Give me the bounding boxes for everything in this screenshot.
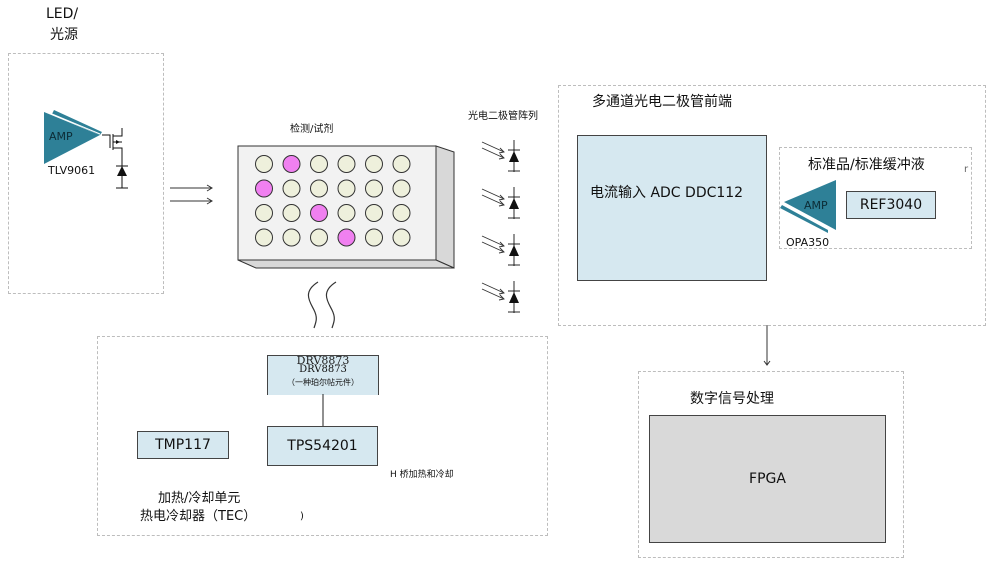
well-empty <box>392 228 411 247</box>
led-driver-amp-icon <box>44 110 128 189</box>
drv-to-tps-connector <box>322 394 324 426</box>
heat-waves-icon <box>307 281 337 329</box>
well-empty <box>365 155 383 173</box>
frontend-panel <box>558 85 986 326</box>
drv-sub-label: （一种珀尔帖元件） <box>287 378 359 387</box>
tps-label: TPS54201 <box>287 438 358 454</box>
tmp117-block: TMP117 <box>137 431 229 459</box>
dsp-title: 数字信号处理 <box>690 391 774 407</box>
well-plate <box>237 145 455 269</box>
ref3040-label: REF3040 <box>859 197 923 213</box>
well-empty <box>392 179 411 198</box>
well-empty <box>365 204 383 222</box>
well-empty <box>310 228 328 247</box>
photodiode-icon <box>481 187 520 219</box>
reference-panel <box>779 147 972 249</box>
reference-amp-label: AMP <box>804 199 828 212</box>
well-empty <box>310 179 328 198</box>
fpga-block: FPGA <box>649 415 886 543</box>
photodiode-title: 光电二极管阵列 <box>468 111 538 122</box>
photodiode-icon <box>481 140 520 172</box>
dsp-panel <box>638 371 904 558</box>
well-empty <box>282 179 301 198</box>
tec-title-line1: 加热/冷却单元 <box>158 491 241 506</box>
reference-title: 标准品/标准缓冲液 <box>808 157 925 173</box>
led-title-line1: LED/ <box>46 6 79 22</box>
tec-stray-mark: ) <box>300 511 304 522</box>
light-arrows-icon <box>170 184 213 205</box>
well-empty <box>337 204 356 222</box>
reference-amp-part: OPA350 <box>786 236 830 249</box>
well-empty <box>255 155 273 173</box>
well-empty <box>255 204 273 222</box>
photodiode-icon <box>481 234 520 266</box>
frontend-to-dsp-arrow <box>763 325 771 366</box>
well-sample <box>337 228 356 247</box>
well-empty <box>310 155 328 173</box>
well-sample <box>310 204 328 222</box>
well-empty <box>392 155 411 173</box>
hbridge-note: H 桥加热和冷却 <box>390 470 454 480</box>
well-empty <box>337 179 356 198</box>
led-amp-label: AMP <box>49 130 73 143</box>
drv8873-block: DRV8873 DRV8873 （一种珀尔帖元件） <box>267 355 379 395</box>
well-empty <box>282 228 301 247</box>
led-title-line2: 光源 <box>50 27 78 43</box>
plate-title: 检测/试剂 <box>290 124 334 135</box>
tec-title-line2: 热电冷却器（TEC） <box>140 509 257 524</box>
tmp-label: TMP117 <box>155 437 211 453</box>
adc-label: 电流输入 ADC DDC112 <box>590 185 744 201</box>
well-sample <box>282 155 301 173</box>
reference-stray-mark: r <box>964 164 969 175</box>
tps54201-block: TPS54201 <box>267 426 378 466</box>
well-sample <box>255 179 273 198</box>
drv-ghost-label: DRV8873 <box>296 356 350 364</box>
photodiode-icon <box>481 281 520 313</box>
well-empty <box>392 204 411 222</box>
photodiode-array <box>481 140 520 313</box>
ref3040-block: REF3040 <box>846 191 936 219</box>
frontend-title: 多通道光电二极管前端 <box>592 94 732 110</box>
adc-ddc112-block: 电流输入 ADC DDC112 <box>577 135 767 281</box>
drv-label: DRV8873 <box>299 364 347 375</box>
led-amp-part: TLV9061 <box>48 164 96 177</box>
led-source-panel <box>8 53 164 294</box>
well-empty <box>282 204 301 222</box>
tec-panel <box>97 336 548 536</box>
well-empty <box>365 228 383 247</box>
well-empty <box>365 179 383 198</box>
fpga-label: FPGA <box>749 471 786 487</box>
reference-amp-icon <box>780 180 836 233</box>
well-empty <box>337 155 356 173</box>
well-empty <box>255 228 273 247</box>
